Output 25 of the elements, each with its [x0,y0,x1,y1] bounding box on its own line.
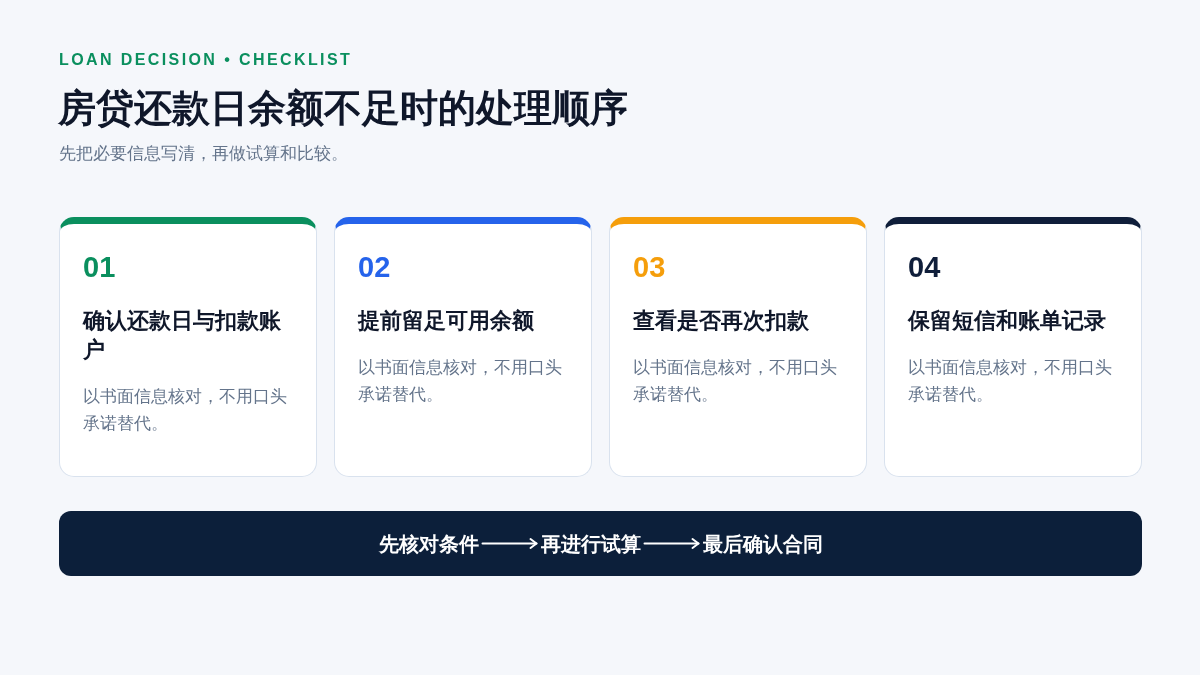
step-card [334,217,592,477]
summary-bar [59,511,1142,576]
step-label: 先核对条件 [378,529,479,558]
arrow [481,538,538,549]
step-description: 以书面信息核对，不用口头承诺替代。 [83,386,288,435]
arrow [643,538,700,549]
step-card [609,217,867,477]
step-description: 以书面信息核对，不用口头承诺替代。 [633,357,838,406]
step-number: 04 [908,250,941,285]
step-number: 03 [633,250,666,285]
step-heading: 保留短信和账单记录 [908,307,1107,335]
subtitle: 先把必要信息写清，再做试算和比较。 [59,143,348,165]
step-card [884,217,1142,477]
step-number: 01 [83,250,116,285]
step-heading: 提前留足可用余额 [358,307,535,335]
step-number: 02 [358,250,391,285]
step-description: 以书面信息核对，不用口头承诺替代。 [908,357,1113,406]
page-title: 房贷还款日余额不足时的处理顺序 [58,86,628,131]
step-label: 最后确认合同 [702,529,823,558]
step-heading: 确认还款日与扣款账户 [83,307,282,364]
step-description: 以书面信息核对，不用口头承诺替代。 [358,357,563,406]
eyebrow-label: LOAN DECISION • CHECKLIST [59,50,353,70]
step-heading: 查看是否再次扣款 [633,307,810,335]
step-label: 再进行试算 [540,529,641,558]
step-card [59,217,317,477]
